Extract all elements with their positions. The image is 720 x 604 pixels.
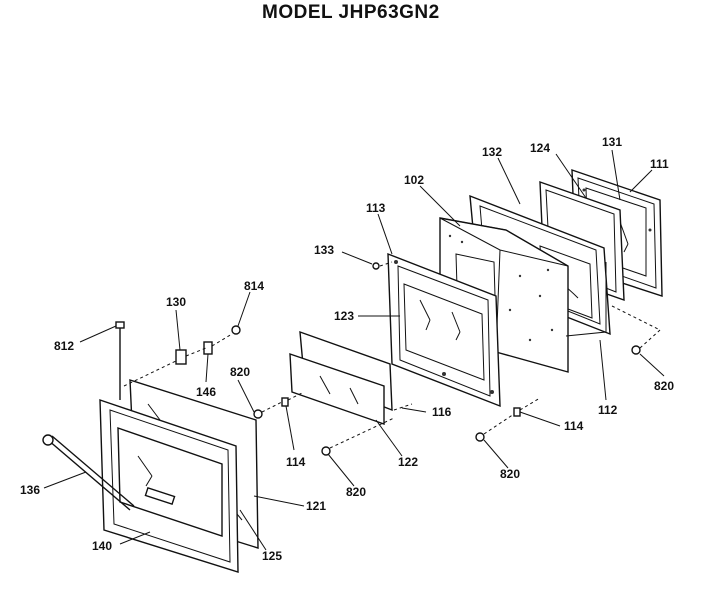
label-136: 136 [20, 483, 40, 497]
label-820-lower: 820 [500, 467, 520, 481]
part-136-handle [42, 434, 135, 511]
label-812: 812 [54, 339, 74, 353]
label-123: 123 [334, 309, 354, 323]
label-114-left: 114 [286, 455, 306, 469]
part-113-inner-frame [387, 252, 501, 408]
fasteners [115, 262, 641, 456]
label-125: 125 [262, 549, 282, 563]
label-146: 146 [196, 385, 216, 399]
part-112-frame [565, 262, 607, 337]
label-820-right: 820 [654, 379, 674, 393]
label-102: 102 [404, 173, 424, 187]
label-124: 124 [530, 141, 550, 155]
label-114-right: 114 [564, 419, 584, 433]
label-131: 131 [602, 135, 622, 149]
label-814: 814 [244, 279, 264, 293]
label-133: 133 [314, 243, 334, 257]
label-820-bottom: 820 [346, 485, 366, 499]
label-111: 111 [650, 157, 669, 171]
part-122-glass-pane [289, 330, 393, 425]
label-122: 122 [398, 455, 418, 469]
label-113: 113 [366, 201, 386, 215]
label-132: 132 [482, 145, 502, 159]
label-130: 130 [166, 295, 186, 309]
part-labels: 131 111 132 124 102 113 133 814 130 812 … [20, 135, 674, 563]
label-112: 112 [598, 403, 618, 417]
page-title: MODEL JHP63GN2 [262, 2, 440, 23]
assembly-lines [123, 261, 661, 449]
label-140: 140 [92, 539, 112, 553]
leader-lines [43, 149, 665, 551]
label-820-left: 820 [230, 365, 250, 379]
label-116: 116 [432, 405, 452, 419]
label-121: 121 [306, 499, 326, 513]
